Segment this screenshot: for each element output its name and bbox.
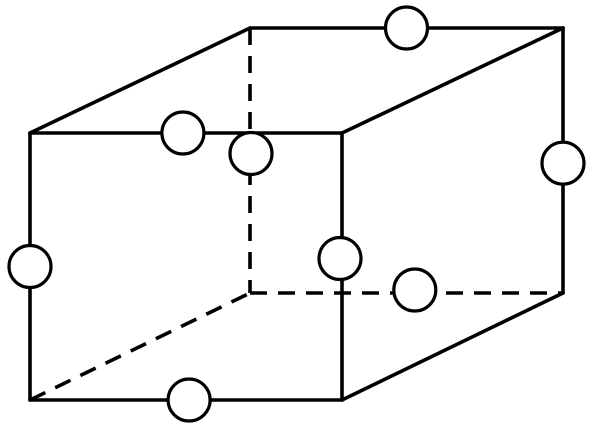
node-circle-back-right — [540, 140, 586, 186]
nodes-layer — [7, 5, 586, 423]
edges-layer — [28, 26, 565, 402]
node-circle-front-bottom — [166, 377, 212, 423]
node-circle-back-left — [228, 130, 274, 177]
edge-top-right-depth — [340, 26, 565, 135]
edge-bottom-left-depth — [29, 291, 251, 402]
node-circle-front-right — [317, 235, 363, 282]
node-circle-back-bottom — [392, 267, 438, 313]
node-circle-front-top — [160, 110, 206, 156]
edge-bottom-right-depth — [340, 291, 565, 402]
node-circle-back-top — [383, 5, 430, 51]
edge-top-left-depth — [28, 26, 252, 135]
node-circle-front-left — [7, 243, 53, 290]
